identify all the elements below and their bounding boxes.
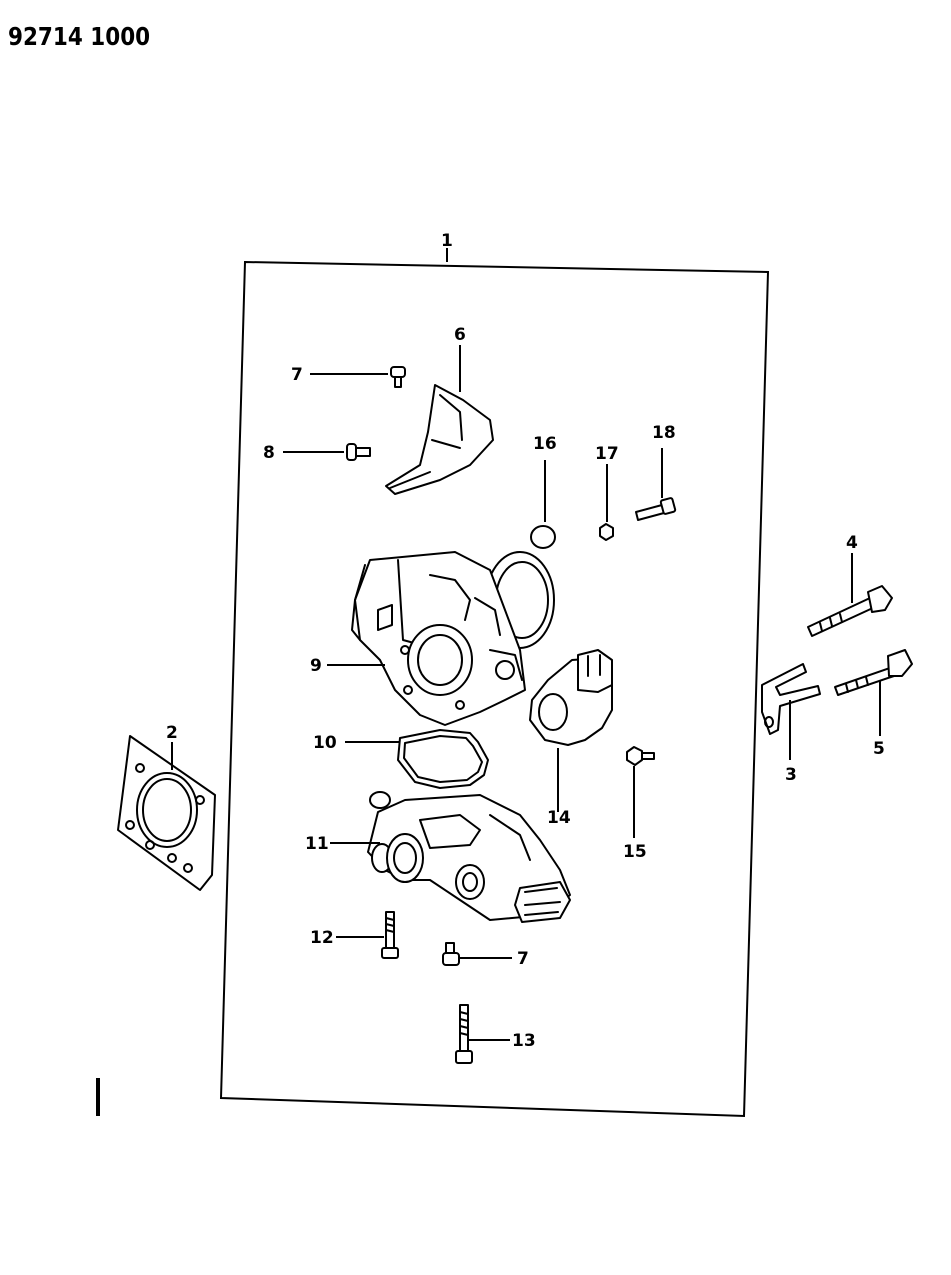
part-7-screw-top bbox=[310, 366, 406, 388]
callout-8: 8 bbox=[263, 443, 275, 463]
callout-14: 14 bbox=[547, 808, 571, 828]
part-14-throttle-position-sensor bbox=[529, 649, 613, 812]
kit-outline-box bbox=[219, 260, 770, 1118]
part-18-bolt bbox=[635, 448, 677, 521]
callout-7-bottom: 7 bbox=[517, 949, 529, 969]
part-10-gasket bbox=[345, 729, 489, 789]
part-8-screw bbox=[283, 443, 371, 461]
part-3-bracket bbox=[761, 663, 821, 760]
callout-3: 3 bbox=[785, 765, 797, 785]
part-15-screw bbox=[626, 746, 655, 838]
callout-13: 13 bbox=[512, 1031, 536, 1051]
callout-16: 16 bbox=[533, 434, 557, 454]
callout-11: 11 bbox=[305, 834, 329, 854]
callout-1: 1 bbox=[441, 231, 453, 251]
part-6-bracket bbox=[385, 345, 494, 495]
document-code: 92714 1000 bbox=[8, 22, 151, 51]
callout-17: 17 bbox=[595, 444, 619, 464]
part-2-outer-gasket bbox=[117, 735, 216, 891]
callout-10: 10 bbox=[313, 733, 337, 753]
part-11-idle-air-control-body bbox=[330, 791, 571, 923]
part-9-throttle-body bbox=[327, 551, 555, 726]
part-5-bolt bbox=[834, 649, 913, 736]
callout-9: 9 bbox=[310, 656, 322, 676]
part-16-plug bbox=[530, 460, 556, 549]
callout-15: 15 bbox=[623, 842, 647, 862]
callout-7-top: 7 bbox=[291, 365, 303, 385]
part-12-bolt bbox=[336, 911, 399, 959]
callout-5: 5 bbox=[873, 739, 885, 759]
part-13-bolt bbox=[455, 1004, 510, 1064]
callout-12: 12 bbox=[310, 928, 334, 948]
part-7-screw-bottom bbox=[442, 942, 512, 966]
part-17-nut bbox=[599, 464, 614, 541]
callout-4: 4 bbox=[846, 533, 858, 553]
callout-18: 18 bbox=[652, 423, 676, 443]
callout-2: 2 bbox=[166, 723, 178, 743]
part-4-bolt bbox=[807, 553, 893, 637]
callout-6: 6 bbox=[454, 325, 466, 345]
